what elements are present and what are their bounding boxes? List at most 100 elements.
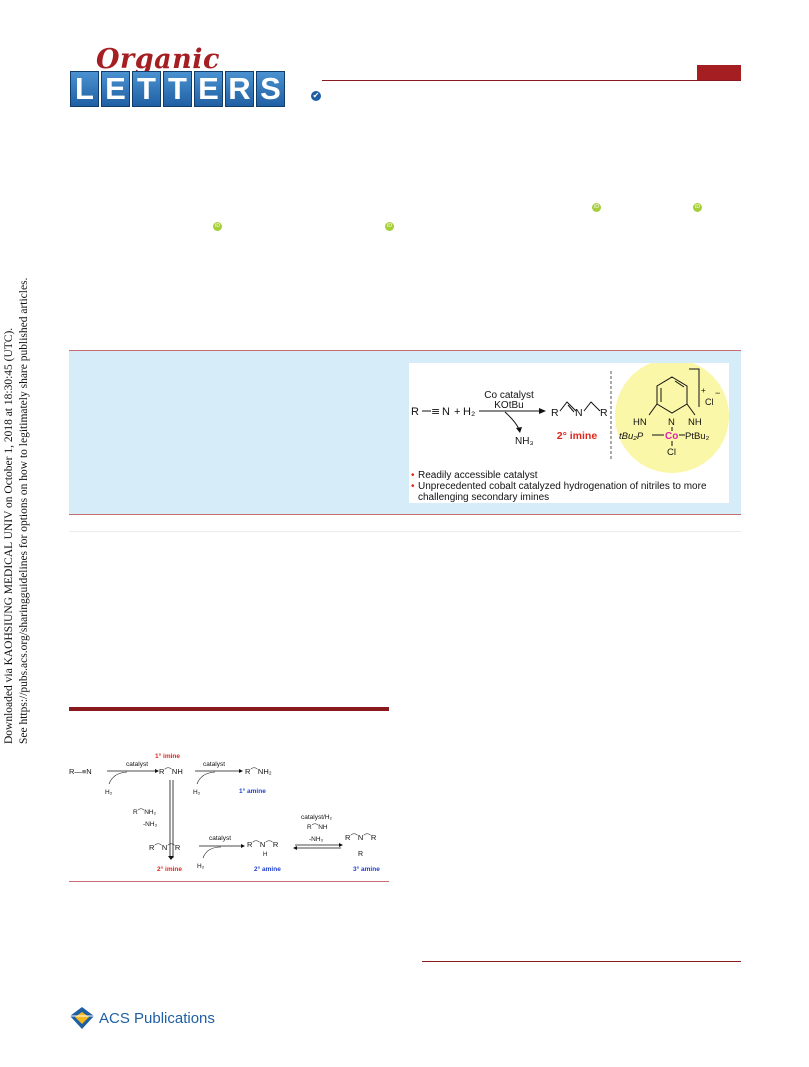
toc-bullet: Readily accessible catalyst — [418, 470, 538, 481]
orcid-icon[interactable]: iD — [693, 203, 702, 212]
toc-scheme-svg: R ≡ N + H₂ Co catalyst KOtBu NH₃ R N R 2… — [411, 359, 729, 503]
toc-graphic: R ≡ N + H₂ Co catalyst KOtBu NH₃ R N R 2… — [409, 359, 729, 503]
counterion-charge: − — [715, 388, 720, 398]
product-r2: R — [600, 407, 608, 419]
catalyst-sphere — [615, 359, 729, 473]
reactant-n: N — [442, 406, 450, 418]
check-icon: ✔ — [311, 91, 321, 101]
orcid-icon[interactable]: iD — [592, 203, 601, 212]
base-label: KOtBu — [494, 400, 523, 411]
secondary-imine-label: 2° imine — [157, 865, 182, 873]
logo-letter: T — [163, 71, 192, 107]
n-bond — [686, 403, 696, 416]
plus-sign: + — [454, 406, 460, 418]
h2-entry-arrow — [196, 771, 216, 785]
arrow-head — [241, 844, 245, 848]
logo-letter: R — [225, 71, 254, 107]
arrow-head — [539, 408, 546, 414]
primary-imine: R⌒NH — [159, 767, 183, 776]
acs-logo-icon — [69, 1005, 95, 1036]
arrow-head — [293, 846, 297, 850]
download-notice-line: Downloaded via KAOHSIUNG MEDICAL UNIV on… — [3, 327, 15, 744]
catalyst-label: Co catalyst — [484, 390, 534, 401]
byproduct-arrow — [504, 411, 520, 430]
acs-logo-svg — [70, 1007, 94, 1029]
pyridine-n: N — [668, 417, 675, 428]
counterion: Cl — [705, 397, 714, 407]
logo-letter: T — [132, 71, 161, 107]
complex-bracket — [689, 368, 700, 407]
product-n: N — [575, 407, 583, 419]
catalyst-label: catalyst — [209, 835, 231, 842]
secondary-amine-label: 2° amine — [254, 865, 281, 873]
byproduct-arrow-head — [516, 427, 522, 433]
right-phosphine: PtBu₂ — [685, 431, 710, 442]
left-phosphine: tBu₂P — [619, 431, 644, 442]
primary-amine: R⌒NH₂ — [245, 767, 272, 776]
nitrile: R—≡N — [69, 767, 92, 776]
nh-group: NH — [688, 417, 702, 428]
download-notice: Downloaded via KAOHSIUNG MEDICAL UNIV on… — [2, 278, 32, 744]
orcid-icon[interactable]: iD — [213, 222, 222, 231]
abstract-bottom-rule — [69, 514, 741, 515]
abstract-separator — [69, 531, 741, 532]
journal-logo-organic: Organic — [96, 44, 220, 75]
tertiary-amine-r: R — [358, 851, 363, 858]
chloride-ligand: Cl — [667, 447, 676, 458]
imine-bond — [559, 401, 577, 412]
secondary-imine: R⌒N⌒R — [149, 843, 181, 852]
logo-letter: L — [70, 71, 99, 107]
h2-reagent: H₂ — [105, 789, 113, 796]
orcid-icon[interactable]: iD — [385, 222, 394, 231]
catalyst-label: catalyst — [126, 761, 148, 768]
imine-reagent: R⌒NH — [307, 823, 328, 831]
bullet-icon: • — [411, 481, 415, 492]
h2-entry-arrow — [202, 846, 222, 859]
ammonia-byproduct: NH₃ — [515, 436, 534, 447]
product-r1: R — [551, 407, 559, 419]
logo-letter: E — [194, 71, 223, 107]
logo-letter: S — [256, 71, 285, 107]
arrow-head — [339, 843, 343, 847]
toc-bullet: Unprecedented cobalt catalyzed hydrogena… — [418, 481, 707, 492]
n-bond — [648, 403, 658, 416]
logo-letter: E — [101, 71, 130, 107]
abstract-top-rule — [69, 350, 741, 351]
header-rule — [322, 80, 741, 81]
imine-double-bond — [567, 404, 575, 413]
header-tab — [697, 65, 741, 80]
tertiary-amine: R⌒N⌒R — [345, 833, 377, 842]
h2-reagent: H₂ — [193, 789, 201, 796]
h2-reagent: H₂ — [463, 406, 475, 418]
scheme-title-bar — [69, 707, 389, 711]
amine-reagent: R⌒NH₂ — [133, 808, 157, 816]
reaction-scheme: R—≡N catalyst H₂ 1° imine R⌒NH catalyst … — [69, 748, 391, 876]
arrow-head — [239, 769, 243, 773]
hn-group: HN — [633, 417, 647, 428]
journal-logo-letters: L E T T E R S — [70, 71, 285, 107]
reactant-r: R — [411, 406, 419, 418]
bullet-icon: • — [411, 470, 415, 481]
tertiary-amine-label: 3° amine — [353, 865, 380, 873]
scheme-bottom-rule — [69, 881, 389, 882]
publisher-name[interactable]: ACS Publications — [99, 1010, 215, 1027]
sharing-guidelines-line: See https://pubs.acs.org/sharingguidelin… — [18, 277, 30, 744]
cobalt-center: Co — [665, 431, 678, 442]
ammonia-loss: -NH₃ — [309, 836, 324, 843]
h2-entry-arrow — [108, 771, 128, 785]
triple-bond: ≡ — [431, 405, 440, 418]
secondary-amine: R⌒N⌒R — [247, 840, 279, 849]
product-label: 2° imine — [557, 430, 598, 442]
amine-hydrogen: H — [263, 852, 267, 858]
ammonia-loss: -NH₃ — [143, 821, 158, 828]
arrow-head — [155, 769, 159, 773]
complex-charge: + — [701, 386, 706, 395]
primary-amine-label: 1° amine — [239, 787, 266, 795]
primary-imine-label: 1° imine — [155, 752, 180, 760]
alkyl-bond — [583, 401, 601, 412]
toc-bullet: challenging secondary imines — [418, 492, 549, 503]
ring-double-bond — [674, 380, 685, 388]
reaction-scheme-svg: R—≡N catalyst H₂ 1° imine R⌒NH catalyst … — [69, 752, 380, 873]
arrow-head — [168, 856, 174, 860]
h2-reagent: H₂ — [197, 863, 205, 870]
